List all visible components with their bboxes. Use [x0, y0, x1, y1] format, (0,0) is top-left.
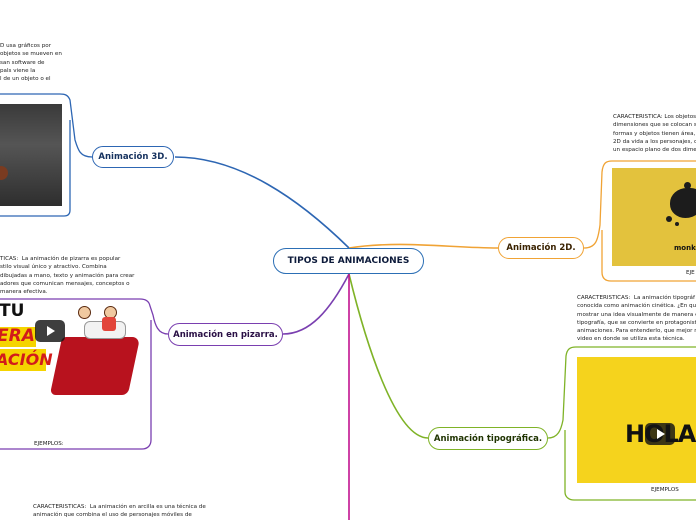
- play-button-icon[interactable]: [35, 320, 65, 342]
- person-left-head: [78, 306, 91, 319]
- pizarra-text-line-1: TU: [0, 303, 24, 321]
- anim2d-description: CARACTERISTICA: Los objetos dimensiones …: [613, 113, 696, 157]
- link-3d: [175, 157, 349, 248]
- anim3d-character-shape: [0, 166, 8, 180]
- ink-splat-shape: [670, 188, 696, 218]
- pizarra-example-image[interactable]: TU ERA ACIÓN: [0, 303, 142, 431]
- person-right-body: [102, 317, 116, 331]
- anim3d-example-image[interactable]: [0, 104, 62, 206]
- arcilla-description: CARACTERISTICAS: La animación en arcilla…: [33, 503, 343, 520]
- play-button-icon[interactable]: [645, 423, 675, 445]
- anim3d-description: D usa gráficos por objetos se mueven en …: [0, 42, 66, 86]
- pizarra-examples-label: EJEMPLOS:: [34, 441, 64, 447]
- pizarra-text-line-2: ERA: [0, 326, 35, 346]
- tipografica-description: CARACTERISTICAS: La animación tipográf c…: [577, 294, 696, 346]
- link-tipografica: [349, 274, 428, 438]
- branch-animacion-pizarra[interactable]: Animación en pizarra.: [168, 323, 283, 346]
- tipografica-example-image[interactable]: HOLA: [577, 357, 696, 483]
- branch-animacion-3d[interactable]: Animación 3D.: [92, 146, 174, 168]
- branch-animacion-tipografica[interactable]: Animación tipográfica.: [428, 427, 548, 450]
- central-topic[interactable]: TIPOS DE ANIMACIONES: [273, 248, 424, 274]
- pizarra-description: TICAS: La animación de pizarra es popula…: [0, 255, 145, 299]
- ink-drop-2: [666, 216, 672, 222]
- anim2d-example-image[interactable]: monko: [612, 168, 696, 266]
- anim2d-image-caption: monko: [674, 244, 696, 252]
- link-pizarra: [283, 274, 349, 334]
- anim2d-examples-label: EJE: [686, 270, 695, 276]
- ink-drop-1: [684, 182, 691, 189]
- branch-animacion-2d[interactable]: Animación 2D.: [498, 237, 584, 259]
- pizarra-text-line-3: ACIÓN: [0, 350, 53, 369]
- ink-drop-3: [675, 222, 679, 226]
- bed-shape: [50, 337, 140, 395]
- tipografica-examples-label: EJEMPLOS: [651, 487, 679, 493]
